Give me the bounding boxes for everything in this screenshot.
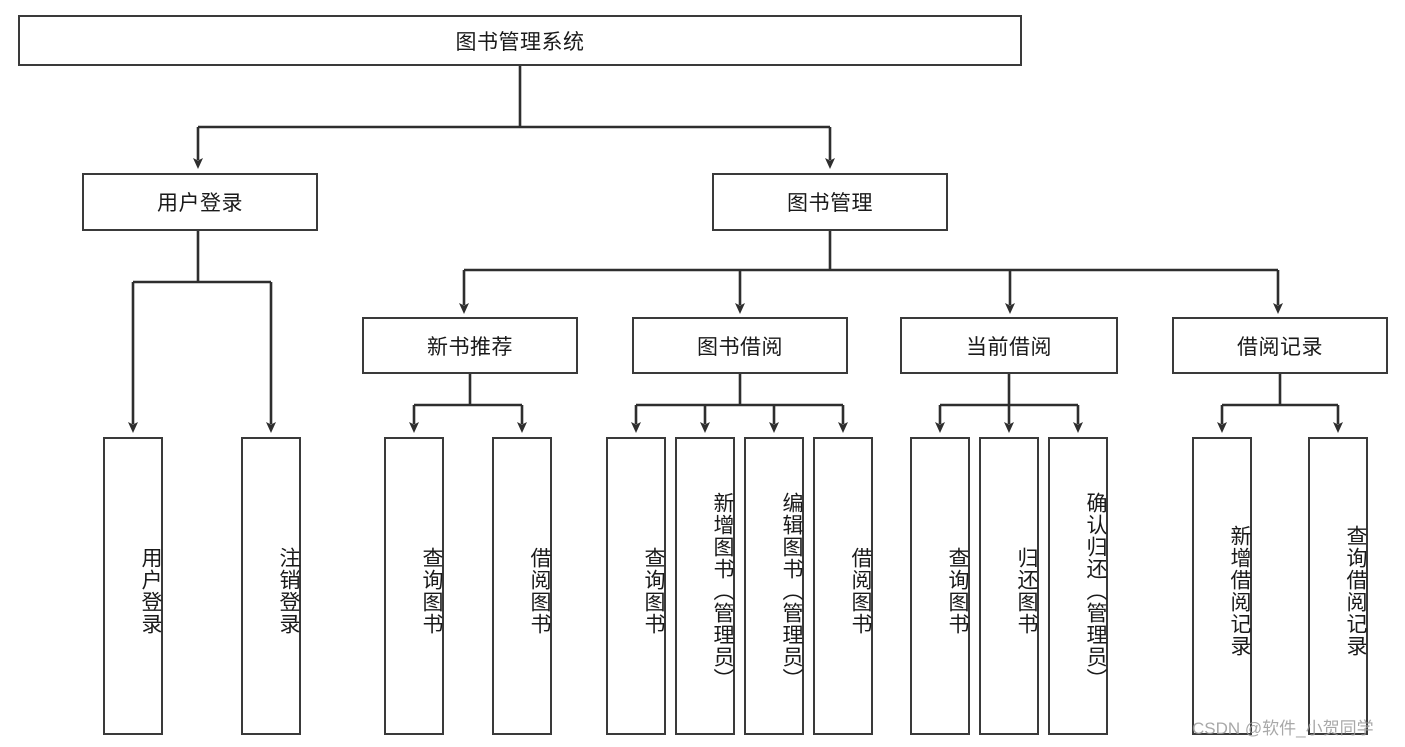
node-borrow-record[interactable]: 借阅记录 xyxy=(1172,317,1388,374)
node-new-book-rec-label: 新书推荐 xyxy=(427,335,513,359)
leaf-confirm-return[interactable]: 确认归还（管理员） xyxy=(1048,437,1108,735)
leaf-add-record[interactable]: 新增借阅记录 xyxy=(1192,437,1252,735)
leaf-edit-book[interactable]: 编辑图书（管理员） xyxy=(744,437,804,735)
node-borrow-record-label: 借阅记录 xyxy=(1237,335,1323,359)
leaf-query-book-1[interactable]: 查询图书 xyxy=(384,437,444,735)
leaf-return-book[interactable]: 归还图书 xyxy=(979,437,1039,735)
node-current-borrow[interactable]: 当前借阅 xyxy=(900,317,1118,374)
leaf-borrow-book-1[interactable]: 借阅图书 xyxy=(492,437,552,735)
leaf-borrow-book-2-label: 借阅图书 xyxy=(849,547,872,635)
leaf-borrow-book-1-label: 借阅图书 xyxy=(528,547,551,635)
node-user-login-label: 用户登录 xyxy=(157,192,243,215)
leaf-user-login-label: 用户登录 xyxy=(139,547,162,635)
watermark-text: CSDN @软件_小贺同学 xyxy=(1192,719,1374,738)
node-book-manage[interactable]: 图书管理 xyxy=(712,173,948,231)
node-current-borrow-label: 当前借阅 xyxy=(966,335,1052,359)
node-root-label: 图书管理系统 xyxy=(455,30,585,54)
leaf-query-book-2-label: 查询图书 xyxy=(642,547,665,635)
leaf-user-logout-label: 注销登录 xyxy=(277,547,300,635)
node-book-borrow-label: 图书借阅 xyxy=(697,335,783,359)
leaf-edit-book-label: 编辑图书（管理员） xyxy=(780,492,803,690)
node-root[interactable]: 图书管理系统 xyxy=(18,15,1022,66)
leaf-query-record[interactable]: 查询借阅记录 xyxy=(1308,437,1368,735)
leaf-query-record-label: 查询借阅记录 xyxy=(1344,525,1367,657)
leaf-user-login[interactable]: 用户登录 xyxy=(103,437,163,735)
node-new-book-rec[interactable]: 新书推荐 xyxy=(362,317,578,374)
leaf-add-record-label: 新增借阅记录 xyxy=(1228,525,1251,657)
leaf-user-logout[interactable]: 注销登录 xyxy=(241,437,301,735)
leaf-query-book-1-label: 查询图书 xyxy=(420,547,443,635)
node-book-manage-label: 图书管理 xyxy=(787,192,873,215)
leaf-borrow-book-2[interactable]: 借阅图书 xyxy=(813,437,873,735)
leaf-add-book-label: 新增图书（管理员） xyxy=(711,492,734,690)
leaf-add-book[interactable]: 新增图书（管理员） xyxy=(675,437,735,735)
node-book-borrow[interactable]: 图书借阅 xyxy=(632,317,848,374)
leaf-confirm-return-label: 确认归还（管理员） xyxy=(1084,492,1107,690)
leaf-query-book-2[interactable]: 查询图书 xyxy=(606,437,666,735)
node-user-login[interactable]: 用户登录 xyxy=(82,173,318,231)
leaf-query-book-3-label: 查询图书 xyxy=(946,547,969,635)
leaf-return-book-label: 归还图书 xyxy=(1015,547,1038,635)
leaf-query-book-3[interactable]: 查询图书 xyxy=(910,437,970,735)
